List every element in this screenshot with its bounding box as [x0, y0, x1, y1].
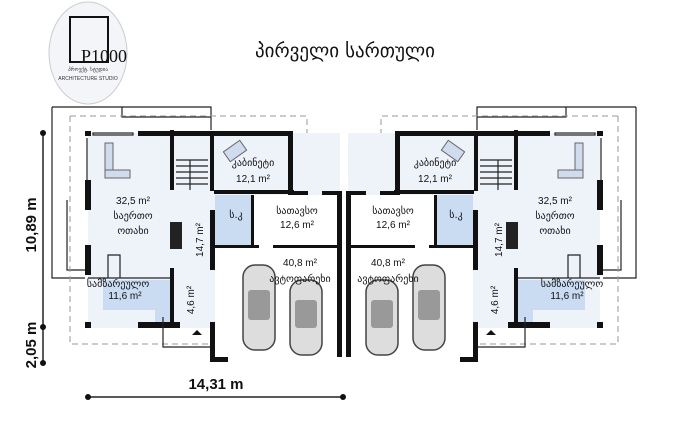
- logo-mark: P1000: [81, 46, 127, 66]
- logo-subtitle-ge: პროექტ. სტუდია: [68, 66, 108, 73]
- living-area: 32,5 m²: [538, 196, 573, 207]
- studio-logo: P1000 პროექტ. სტუდია ARCHITECTURE STUDIO: [48, 1, 128, 105]
- living-label-2: ოთახი: [539, 225, 570, 237]
- entry-area: 4,6 m²: [186, 285, 197, 314]
- kitchen-area: 11,6 m²: [108, 291, 142, 302]
- entry-area: 4,6 m²: [490, 285, 501, 314]
- logo-subtitle-en: ARCHITECTURE STUDIO: [58, 76, 118, 82]
- garage-area: 40,8 m²: [371, 258, 406, 269]
- hall-area: 14,7 m²: [195, 222, 206, 257]
- cabinet-area: 12,1 m²: [418, 174, 453, 185]
- cabinet-label: კაბინეტი: [232, 157, 275, 169]
- living-area: 32,5 m²: [116, 196, 151, 207]
- living-label-2: ოთახი: [117, 225, 148, 237]
- hall-area: 14,7 m²: [494, 222, 505, 257]
- page-title: პირველი სართული: [255, 40, 435, 62]
- storage-label: სათავსო: [372, 205, 414, 217]
- garage-label: ავტოფარეხი: [269, 273, 330, 285]
- wc-label: ს.კ: [449, 209, 463, 221]
- dimension-lines: 10,89 m 2,05 m 14,31 m: [23, 130, 346, 400]
- living-label-1: საერთო: [113, 210, 152, 222]
- cabinet-label: კაბინეტი: [414, 157, 457, 169]
- right-unit-plan: [345, 106, 637, 363]
- garage-area: 40,8 m²: [283, 258, 318, 269]
- living-label-1: საერთო: [535, 210, 574, 222]
- depth-dimension: 10,89 m: [23, 197, 40, 252]
- porch-dimension: 2,05 m: [23, 322, 40, 369]
- kitchen-label: სამზარეულო: [87, 278, 150, 290]
- storage-area: 12,6 m²: [376, 220, 411, 231]
- kitchen-label: სამზარეულო: [541, 278, 604, 290]
- wc-label: ს.კ: [229, 209, 243, 221]
- cabinet-area: 12,1 m²: [236, 174, 271, 185]
- garage-label: ავტოფარეხი: [357, 273, 418, 285]
- left-unit-labels: კაბინეტი 12,1 m² 32,5 m² საერთო ოთახი ს.…: [87, 157, 331, 314]
- kitchen-area: 11,6 m²: [550, 291, 584, 302]
- storage-area: 12,6 m²: [280, 220, 315, 231]
- storage-label: სათავსო: [276, 205, 318, 217]
- width-dimension: 14,31 m: [188, 376, 243, 393]
- right-unit-labels: კაბინეტი 12,1 m² 32,5 m² საერთო ოთახი ს.…: [357, 157, 603, 314]
